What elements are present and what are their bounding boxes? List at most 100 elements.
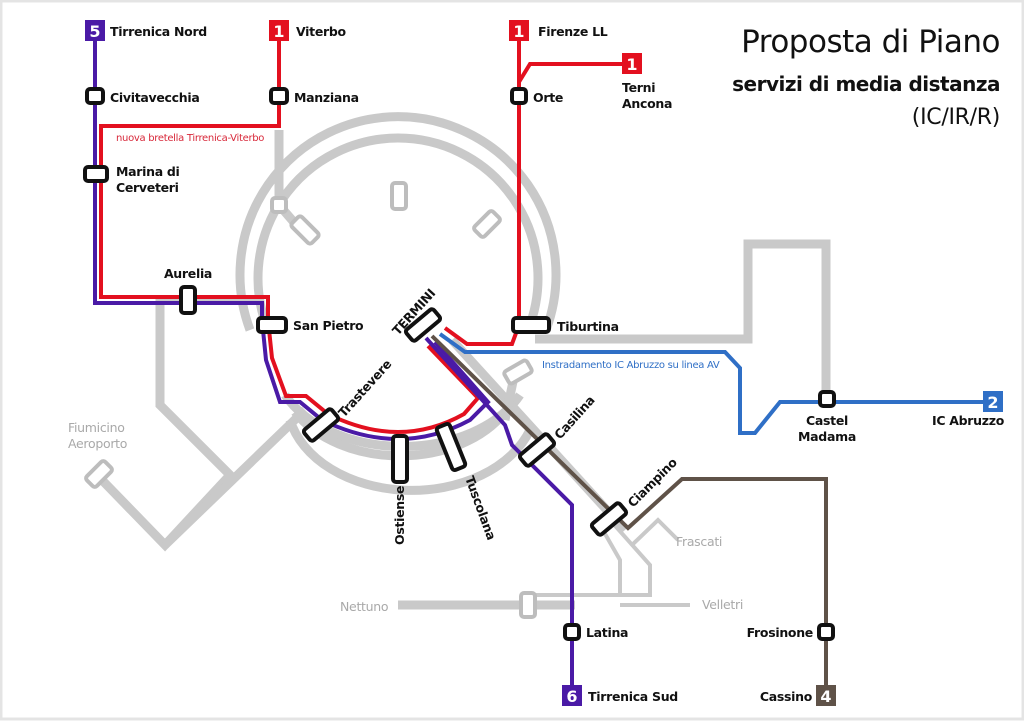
station-casilina[interactable] — [517, 432, 557, 468]
badge-line-2[interactable]: 2 — [983, 391, 1003, 412]
badge-number: 1 — [513, 22, 524, 41]
label-madama: Madama — [798, 429, 856, 444]
badge-bg — [509, 20, 529, 41]
label-ciampino: Ciampino — [625, 454, 681, 510]
badge-line-1-firenze[interactable]: 1 — [509, 20, 529, 41]
velletri-branch-a — [598, 524, 622, 595]
station-latina[interactable] — [563, 623, 581, 641]
fiumicino-stop — [84, 459, 114, 489]
label-orte: Orte — [533, 90, 563, 105]
station-marina-di-cerveteri[interactable] — [83, 165, 109, 183]
label-ostiense: Ostiense — [392, 486, 407, 545]
badge-bg — [562, 685, 582, 706]
note-bretella: nuova bretella Tirrenica-Viterbo — [116, 133, 264, 144]
label-frosinone: Frosinone — [747, 625, 813, 640]
station-ciampino[interactable] — [589, 501, 629, 537]
label-aurelia: Aurelia — [164, 266, 212, 281]
label-frascati: Frascati — [676, 534, 722, 549]
note-abruzzo-av: Instradamento IC Abruzzo su linea AV — [542, 360, 720, 371]
label-marina-di: Marina di — [116, 164, 180, 179]
badge-line-1-viterbo[interactable]: 1 — [269, 20, 289, 41]
label-nettuno: Nettuno — [340, 599, 388, 614]
badge-bg — [85, 20, 105, 41]
label-fiumicino: Fiumicino — [68, 420, 125, 435]
label-trastevere: Trastevere — [335, 357, 394, 420]
terminus-tirrenica-sud: Tirrenica Sud — [588, 689, 678, 704]
station-orte[interactable] — [510, 87, 528, 105]
label-san-pietro: San Pietro — [293, 318, 364, 333]
nettuno-junction-stop — [519, 591, 537, 619]
badge-line-6[interactable]: 6 — [562, 685, 582, 706]
fiumicino-gray-track — [96, 295, 262, 552]
line-1-viterbo-path — [99, 38, 481, 434]
line-1-terni-path — [517, 62, 624, 84]
gray-stations — [84, 181, 537, 619]
badge-number: 5 — [89, 22, 100, 41]
line-6-path — [424, 336, 574, 690]
line-1-firenze-path — [443, 38, 521, 346]
label-velletri: Velletri — [702, 597, 743, 612]
ring-outer-track — [253, 133, 543, 332]
terminus-ancona: Ancona — [622, 96, 672, 111]
badge-number: 1 — [273, 22, 284, 41]
ring-outer-track-2 — [235, 112, 561, 332]
station-tiburtina[interactable] — [511, 316, 551, 334]
east-gray-track — [535, 239, 831, 398]
ring-nw-stop — [289, 214, 321, 246]
terminus-labels: Tirrenica Nord Viterbo Firenze LL Terni … — [110, 24, 1005, 704]
ring-lower-track-3 — [285, 418, 535, 495]
badge-bg — [816, 685, 836, 706]
terminus-tirrenica-nord: Tirrenica Nord — [110, 24, 207, 39]
fiumicino-link-track — [161, 406, 309, 549]
title-block: Proposta di Piano servizi di media dista… — [732, 24, 1000, 130]
badge-line-1-terni[interactable]: 1 — [622, 53, 642, 74]
velletri-branch-b — [535, 518, 652, 597]
station-civitavecchia[interactable] — [85, 87, 105, 105]
badge-number: 6 — [566, 687, 577, 706]
terminus-ic-abruzzo: IC Abruzzo — [932, 413, 1005, 428]
station-termini[interactable] — [403, 307, 443, 343]
station-frosinone[interactable] — [817, 623, 835, 641]
station-castel-madama[interactable] — [818, 390, 836, 408]
line-badges: 5 1 1 1 2 6 4 — [85, 20, 1003, 706]
label-manziana: Manziana — [294, 90, 359, 105]
badge-line-5[interactable]: 5 — [85, 20, 105, 41]
station-tuscolana[interactable] — [434, 421, 468, 473]
badge-line-4[interactable]: 4 — [816, 685, 836, 706]
label-civitavecchia: Civitavecchia — [110, 90, 199, 105]
station-trastevere[interactable] — [301, 407, 341, 443]
label-castel: Castel — [806, 413, 848, 428]
label-tiburtina: Tiburtina — [557, 319, 619, 334]
station-manziana[interactable] — [269, 87, 289, 105]
label-tuscolana: Tuscolana — [462, 474, 499, 542]
service-lines — [93, 38, 990, 690]
map-subtitle: servizi di media distanza — [732, 72, 1000, 96]
station-san-pietro[interactable] — [256, 316, 288, 334]
ring-ne-stop — [472, 209, 502, 239]
line-5-path — [93, 38, 491, 441]
station-ostiense[interactable] — [391, 434, 409, 484]
badge-bg — [622, 53, 642, 74]
badge-number: 1 — [626, 55, 637, 74]
line-4-path — [430, 334, 828, 690]
label-casilina: Casilina — [551, 393, 598, 442]
gray-labels: Fiumicino Aeroporto Frascati Nettuno Vel… — [68, 420, 743, 614]
terminus-cassino: Cassino — [760, 689, 813, 704]
label-aeroporto: Aeroporto — [68, 436, 127, 451]
label-cerveteri: Cerveteri — [116, 180, 179, 195]
ring-north-stop — [390, 181, 408, 211]
ring-east-stop — [502, 358, 534, 386]
label-latina: Latina — [586, 625, 628, 640]
badge-bg — [983, 391, 1003, 412]
map-subtitle-services: (IC/IR/R) — [912, 105, 1000, 130]
line-2-path — [438, 332, 990, 435]
badge-number: 2 — [987, 393, 998, 412]
terminus-viterbo: Viterbo — [296, 24, 347, 39]
station-aurelia[interactable] — [179, 285, 197, 315]
station-labels: Civitavecchia Manziana Orte Marina di Ce… — [110, 90, 856, 640]
badge-number: 4 — [820, 687, 831, 706]
frascati-branch — [630, 517, 680, 547]
